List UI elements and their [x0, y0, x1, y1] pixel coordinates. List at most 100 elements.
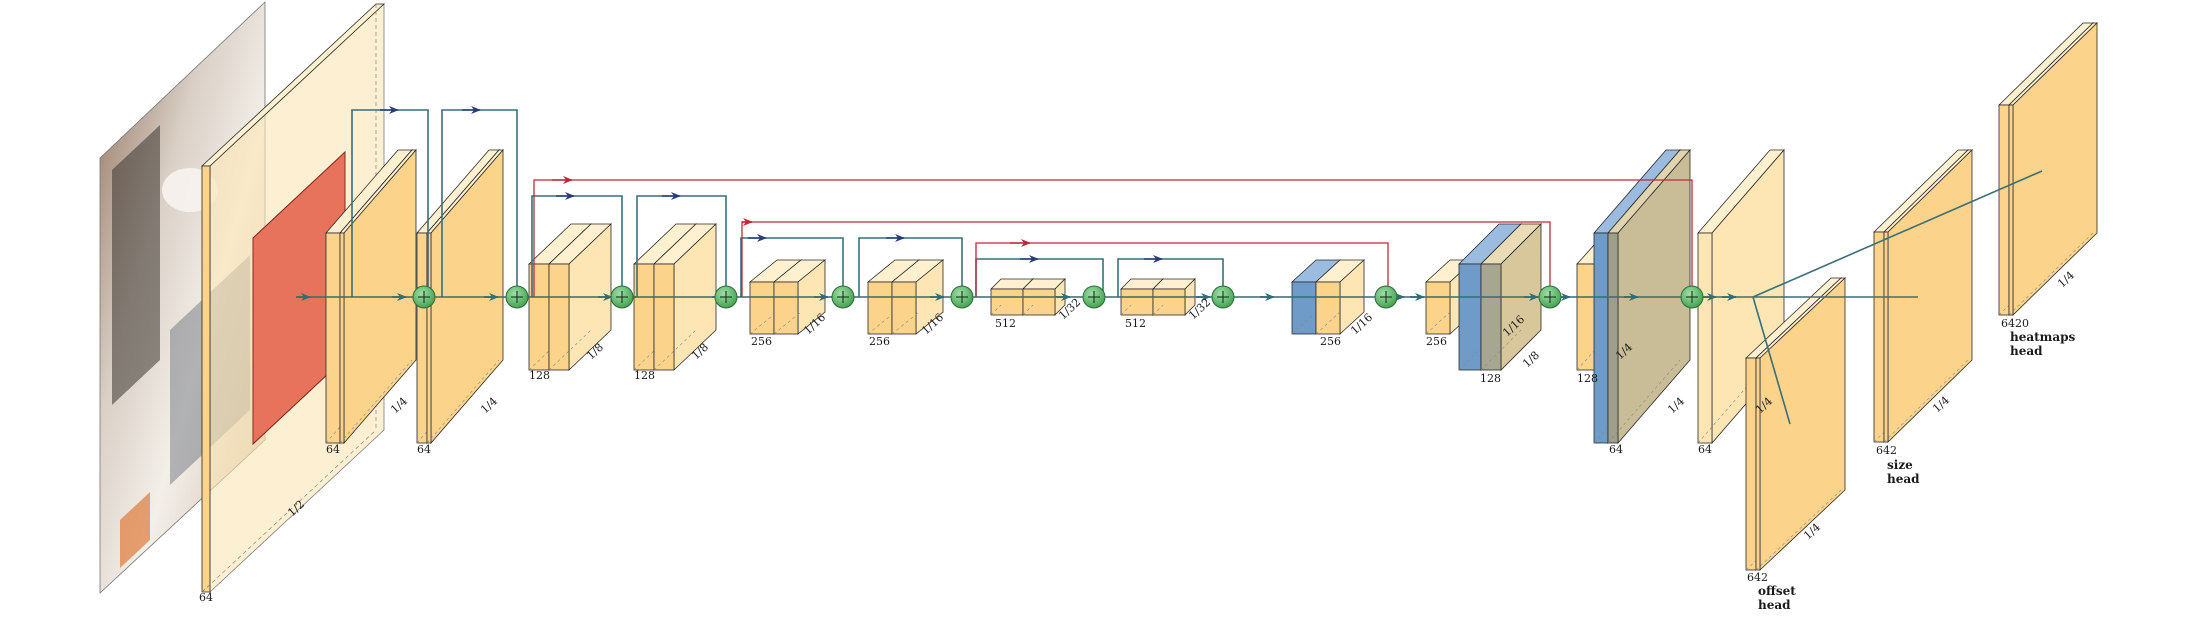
input-block-front [201, 165, 211, 593]
b4-channels-label: 128 [634, 369, 655, 382]
block-heatmaps-head-b [2008, 22, 2098, 316]
skip-red-3 [975, 242, 1389, 297]
out-channels-label: 64 [1698, 443, 1712, 456]
add-node-4 [714, 285, 738, 309]
block-b3-b-hidden-edge [548, 329, 592, 371]
skip-teal-4 [636, 195, 727, 297]
add-node-10 [1538, 285, 1562, 309]
block-b8-a-front [1120, 288, 1154, 316]
block-b7-b-hidden-edge [1022, 304, 1034, 316]
block-b6-b-front [891, 281, 917, 335]
b2-channels-label: 64 [417, 443, 431, 456]
block-b2-b-front [426, 232, 432, 444]
block-offset-head-front [1745, 357, 1757, 571]
block-up1-a-front [1291, 281, 1317, 335]
block-size-head-b [1883, 149, 1973, 443]
b7-channels-label: 512 [995, 317, 1016, 330]
block-size-head-b-side [1887, 149, 1973, 443]
add-node-8 [1211, 285, 1235, 309]
block-up5-b-hidden-edge [1607, 359, 1681, 444]
block-b8-b-hidden-edge [1152, 304, 1164, 316]
b8-channels-label: 512 [1125, 317, 1146, 330]
block-offset-head-b [1754, 277, 1847, 571]
up5-scale-label: 1/4 [1665, 395, 1687, 417]
block-b5-b-front [773, 281, 799, 335]
block-up4-a-front [1576, 263, 1596, 371]
block-b1-b-hidden-edge [339, 359, 413, 444]
block-up3-b-front [1480, 263, 1502, 371]
size-head-label: size [1887, 458, 1913, 472]
up3-scale-label: 1/8 [1520, 349, 1542, 371]
block-up1-b [1314, 259, 1366, 335]
input-channels-label: 64 [199, 591, 213, 604]
block-out-a-front [1697, 232, 1713, 444]
block-b4-b-hidden-edge [653, 329, 697, 371]
connector-to-heatmaps [1752, 170, 2043, 298]
offset-channels-label: 642 [1747, 571, 1768, 584]
b1-channels-label: 64 [326, 443, 340, 456]
up4-channels-label: 128 [1577, 372, 1598, 385]
block-b6-a-front [867, 281, 893, 335]
block-heatmaps-head-b-hidden-edge [2008, 232, 2094, 316]
block-size-head-b-front [1883, 231, 1889, 443]
block-b7-a-hidden-edge [990, 304, 1002, 316]
block-b5-a-front [749, 281, 775, 335]
block-heatmaps-head-b-side [2012, 22, 2098, 316]
add-node-2 [505, 285, 529, 309]
block-b1-a-front [325, 232, 341, 444]
b3-channels-label: 128 [529, 369, 550, 382]
heatmaps-scale-label: 1/4 [2055, 269, 2077, 291]
size-head-label-2: head [1887, 472, 1920, 486]
b5-channels-label: 256 [751, 335, 772, 348]
block-up3-a-front [1458, 263, 1482, 371]
add-node-3 [610, 285, 634, 309]
block-up5-a-front [1593, 232, 1609, 444]
block-b2-b-hidden-edge [426, 359, 500, 444]
up2-channels-label: 256 [1426, 335, 1447, 348]
connector-to-offset [1752, 296, 1791, 425]
block-size-head-b-hidden-edge [1883, 359, 1969, 443]
skip-teal-8 [1117, 258, 1224, 297]
block-up5-b-front [1607, 232, 1619, 444]
add-node-1 [412, 285, 436, 309]
offset-head-label: offset [1758, 584, 1796, 598]
up1-channels-label: 256 [1320, 335, 1341, 348]
skip-teal-3 [531, 195, 623, 297]
heatmaps-head-label: heatmaps [2010, 330, 2076, 344]
block-b8-a-hidden-edge [1120, 304, 1132, 316]
head-connectors [1738, 170, 2043, 425]
skip-red-2 [741, 221, 1551, 297]
block-up1-b-front [1315, 281, 1341, 335]
add-node-9 [1374, 285, 1398, 309]
up5-channels-label: 64 [1609, 443, 1623, 456]
add-node-6 [950, 285, 974, 309]
block-size-head-front [1873, 231, 1885, 443]
skip-teal-6 [858, 237, 963, 297]
block-up2-a-front [1425, 281, 1451, 335]
b2-scale-label: 1/4 [478, 395, 500, 417]
block-b2-a-front [416, 232, 428, 444]
up3-channels-label: 128 [1480, 372, 1501, 385]
b1-scale-label: 1/4 [388, 395, 410, 417]
skip-red-1 [533, 179, 1693, 297]
add-nodes [412, 285, 1704, 309]
add-node-7 [1082, 285, 1106, 309]
block-heatmaps-head-front [1998, 104, 2010, 316]
block-b4-b-front [653, 263, 675, 371]
b6-channels-label: 256 [869, 335, 890, 348]
skip-teal-5 [740, 237, 844, 297]
heatmaps-head-label-2: head [2010, 344, 2043, 358]
size-channels-label: 642 [1876, 444, 1897, 457]
block-b8-b-front [1152, 288, 1186, 316]
block-offset-head-b-front [1755, 357, 1761, 571]
block-offset-head-b-hidden-edge [1755, 489, 1842, 571]
block-b7-a-front [990, 288, 1024, 316]
block-b1-b-front [339, 232, 345, 444]
offset-head-label-2: head [1758, 598, 1791, 612]
block-b3-b-front [548, 263, 570, 371]
skip-connections [351, 106, 1693, 297]
add-node-11 [1680, 285, 1704, 309]
heatmaps-channels-label: 6420 [2001, 317, 2029, 330]
add-node-5 [831, 285, 855, 309]
